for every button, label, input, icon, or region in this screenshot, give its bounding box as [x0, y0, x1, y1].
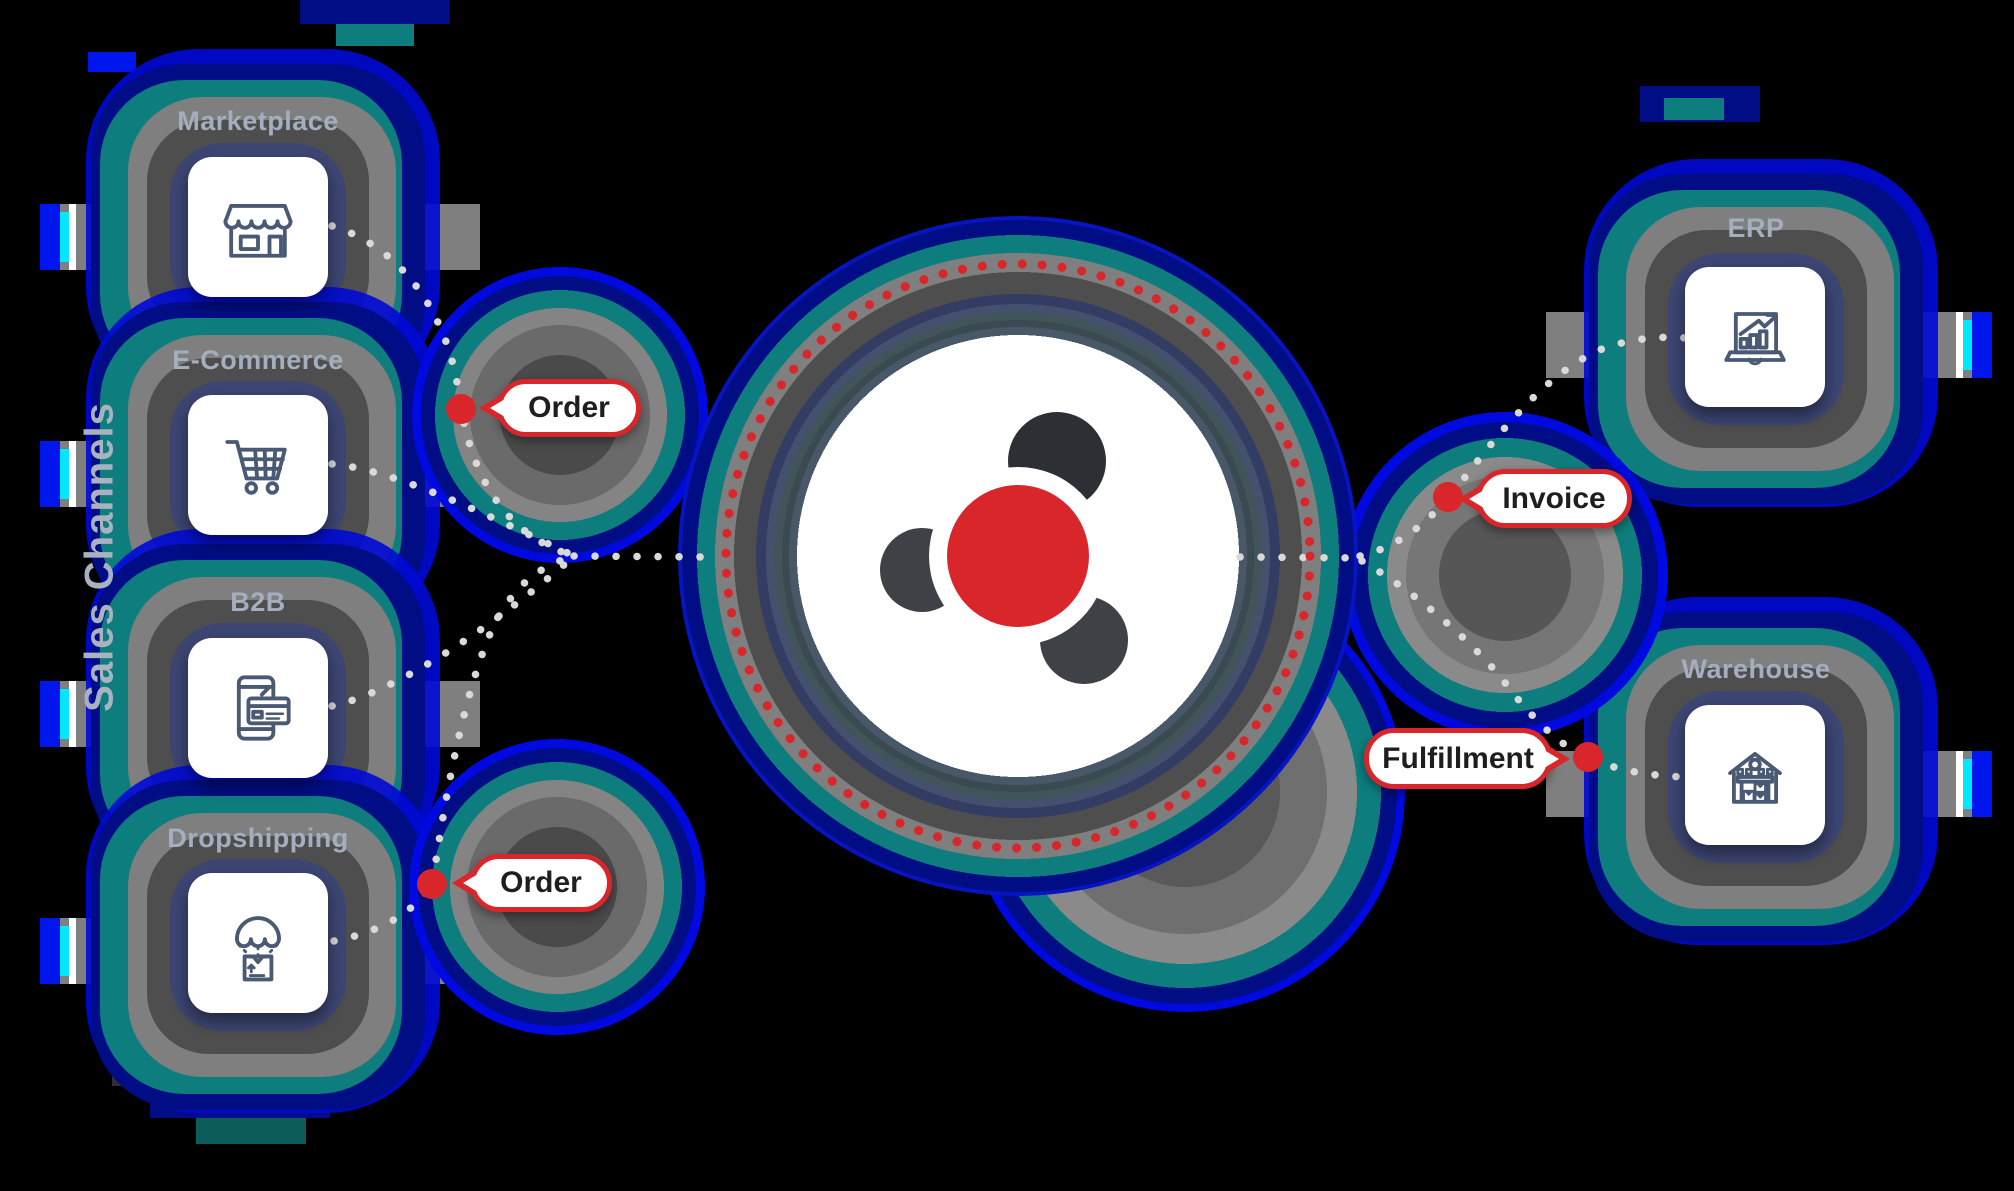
connector-hub-fork-right [1236, 553, 1364, 562]
erp-card [1685, 267, 1825, 407]
marketplace-label: Marketplace [177, 106, 339, 136]
connector-invoice-erp [1448, 333, 1690, 498]
laptop-analytics-icon [1724, 312, 1786, 366]
b2b-label: B2B [230, 587, 286, 617]
order-badge-dropshipping: Order [452, 854, 612, 912]
connector-order2-junction [429, 552, 578, 884]
fulfillment-dot [1573, 742, 1603, 772]
order1-dot [446, 394, 476, 424]
shopping-cart-icon [225, 440, 287, 495]
connector-dropshipping-order [330, 882, 434, 945]
fulfillment-badge: Fulfillment [1364, 728, 1570, 789]
glitch-fragment [336, 24, 414, 46]
dropshipping-label: Dropshipping [167, 823, 349, 853]
ecommerce-card [188, 395, 328, 535]
warehouse-icon [1728, 752, 1782, 804]
connector-b2b-junction [328, 552, 578, 710]
order2-dot [417, 869, 447, 899]
ecommerce-label: E-Commerce [172, 345, 344, 375]
warehouse-card [1685, 705, 1825, 845]
connector-junction-hub-left [570, 552, 712, 561]
parachute-package-icon [235, 916, 282, 982]
invoice-dot [1433, 482, 1463, 512]
integration-hub-logo [880, 412, 1128, 684]
dropshipping-card [188, 873, 328, 1013]
hub-red-dotted-ring [721, 259, 1315, 853]
invoice-badge: Invoice [1458, 469, 1632, 528]
connector-fork-invoice [1356, 497, 1449, 560]
storefront-icon [223, 204, 293, 258]
flow-node-dots [417, 394, 1603, 899]
b2b-card [188, 638, 328, 778]
order-badge-marketplace: Order [479, 379, 641, 437]
marketplace-card [188, 157, 328, 297]
connector-ecommerce-junction [328, 460, 578, 560]
erp-label: ERP [1727, 213, 1785, 243]
glitch-fragment [300, 0, 450, 24]
glitch-fragment [1664, 98, 1724, 120]
glitch-fragment [196, 1118, 306, 1144]
warehouse-label: Warehouse [1681, 654, 1831, 684]
connector-fork-fulfillment [1358, 557, 1586, 759]
connector-fulfillment-warehouse [1590, 756, 1690, 781]
glitch-fragment [88, 52, 136, 72]
mobile-payment-icon [236, 675, 291, 741]
sales-channels-section-label: Sales Channels [77, 402, 122, 712]
